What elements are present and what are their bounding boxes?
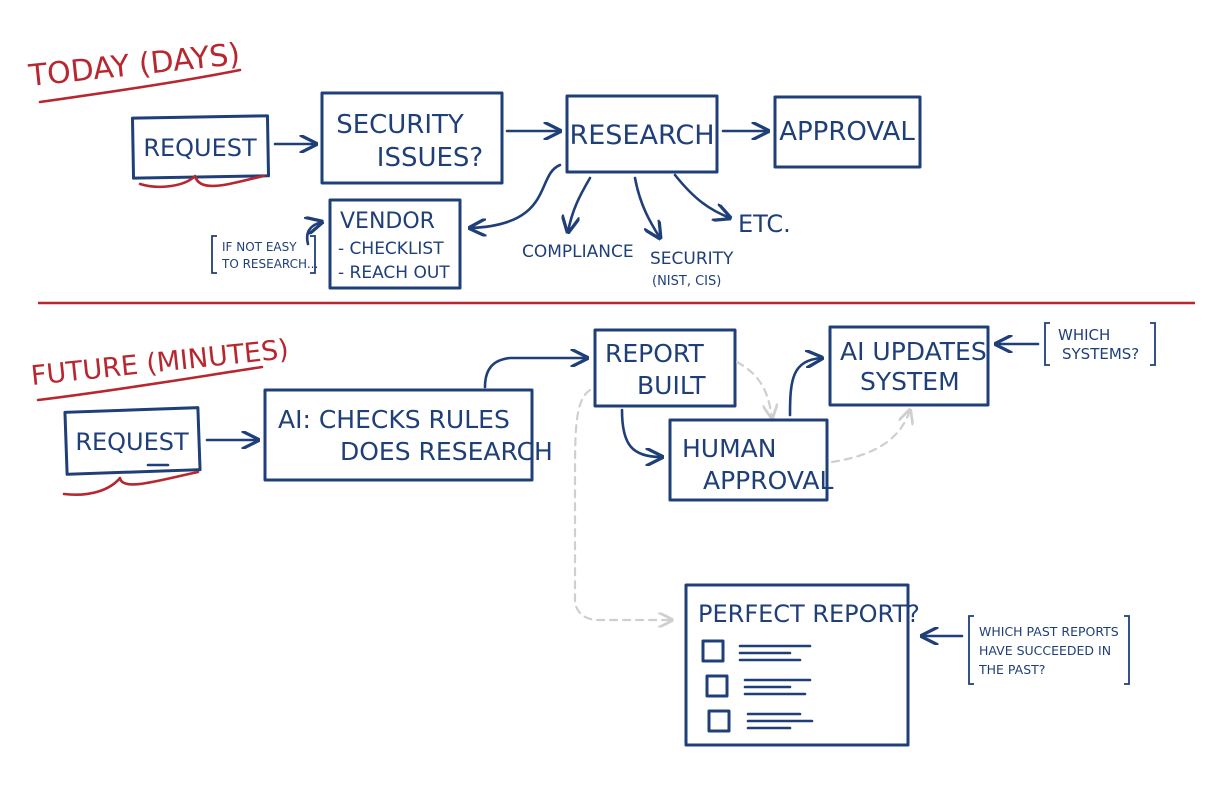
today-heading-underline <box>38 68 242 104</box>
systems-note: WHICH SYSTEMS? <box>1044 322 1156 366</box>
research-node: RESEARCH <box>565 94 719 174</box>
ai-updates-node: AI UPDATES SYSTEM <box>828 325 990 407</box>
branch-compliance: COMPLIANCE <box>522 242 634 262</box>
past-reports-note: WHICH PAST REPORTS HAVE SUCCEEDED IN THE… <box>968 615 1130 685</box>
vendor-item1: - CHECKLIST <box>338 239 444 259</box>
past-note-line2: HAVE SUCCEEDED IN <box>979 643 1111 658</box>
security-issues-node: SECURITY ISSUES? <box>320 91 504 185</box>
past-note-line3: THE PAST? <box>978 662 1045 677</box>
today-request-underline <box>138 174 266 189</box>
ai-updates-line1: AI UPDATES <box>840 337 987 366</box>
approval-label: APPROVAL <box>779 117 915 147</box>
vendor-note-line2: TO RESEARCH... <box>221 257 318 271</box>
today-heading: TODAY (DAYS) <box>26 37 242 94</box>
ai-updates-line2: SYSTEM <box>860 367 960 396</box>
security-issues-line2: ISSUES? <box>377 143 483 173</box>
vendor-title: VENDOR <box>340 209 435 234</box>
vendor-node: VENDOR - CHECKLIST - REACH OUT <box>328 198 462 290</box>
vendor-item2: - REACH OUT <box>338 263 450 283</box>
vendor-note: IF NOT EASY TO RESEARCH... <box>211 235 318 274</box>
today-request-node: REQUEST <box>130 114 271 189</box>
human-line2: APPROVAL <box>703 466 833 495</box>
today-section: TODAY (DAYS) REQUEST SECURITY ISSUES? RE… <box>26 37 922 290</box>
dashed-report-to-ai-updates <box>735 360 772 418</box>
arrow-human-to-ai-updates <box>788 358 822 417</box>
future-heading-underline <box>36 365 264 402</box>
future-request-label: REQUEST <box>75 428 189 456</box>
ai-line2: DOES RESEARCH <box>340 437 553 466</box>
arrow-ai-to-report <box>483 358 587 389</box>
report-built-node: REPORT BUILT <box>593 328 737 408</box>
future-request-node: REQUEST <box>62 406 202 496</box>
security-issues-line1: SECURITY <box>336 110 464 140</box>
approval-node: APPROVAL <box>773 95 922 169</box>
dashed-report-to-perfect <box>573 388 672 620</box>
branch-etc: ETC. <box>738 210 791 238</box>
arrow-research-to-vendor <box>470 163 562 228</box>
past-note-line1: WHICH PAST REPORTS <box>979 624 1119 639</box>
human-line1: HUMAN <box>682 434 776 463</box>
future-request-underline <box>62 470 200 496</box>
human-approval-node: HUMAN APPROVAL <box>668 418 833 502</box>
arrow-research-to-etc <box>673 173 730 218</box>
dashed-human-to-ai-updates <box>830 410 910 464</box>
report-line1: REPORT <box>605 339 704 368</box>
systems-note-line1: WHICH <box>1058 326 1110 344</box>
arrow-vendor-note <box>307 222 322 246</box>
branch-security-sub: (NIST, CIS) <box>652 274 721 289</box>
perfect-report-title: PERFECT REPORT? <box>698 600 920 628</box>
future-section: FUTURE (MINUTES) REQUEST AI: CHECKS RULE… <box>29 322 1156 747</box>
systems-note-line2: SYSTEMS? <box>1062 345 1139 363</box>
research-label: RESEARCH <box>569 120 714 151</box>
report-checklist <box>701 639 814 733</box>
arrow-research-to-compliance <box>568 176 592 232</box>
arrow-research-to-security <box>633 176 660 238</box>
arrow-report-to-human <box>620 408 662 457</box>
ai-research-node: AI: CHECKS RULES DOES RESEARCH <box>263 388 553 482</box>
branch-security: SECURITY <box>650 249 734 269</box>
ai-line1: AI: CHECKS RULES <box>278 405 510 434</box>
perfect-report-node: PERFECT REPORT? <box>684 583 920 747</box>
report-line2: BUILT <box>637 371 706 400</box>
vendor-note-line1: IF NOT EASY <box>222 240 297 254</box>
today-request-label: REQUEST <box>143 134 257 162</box>
